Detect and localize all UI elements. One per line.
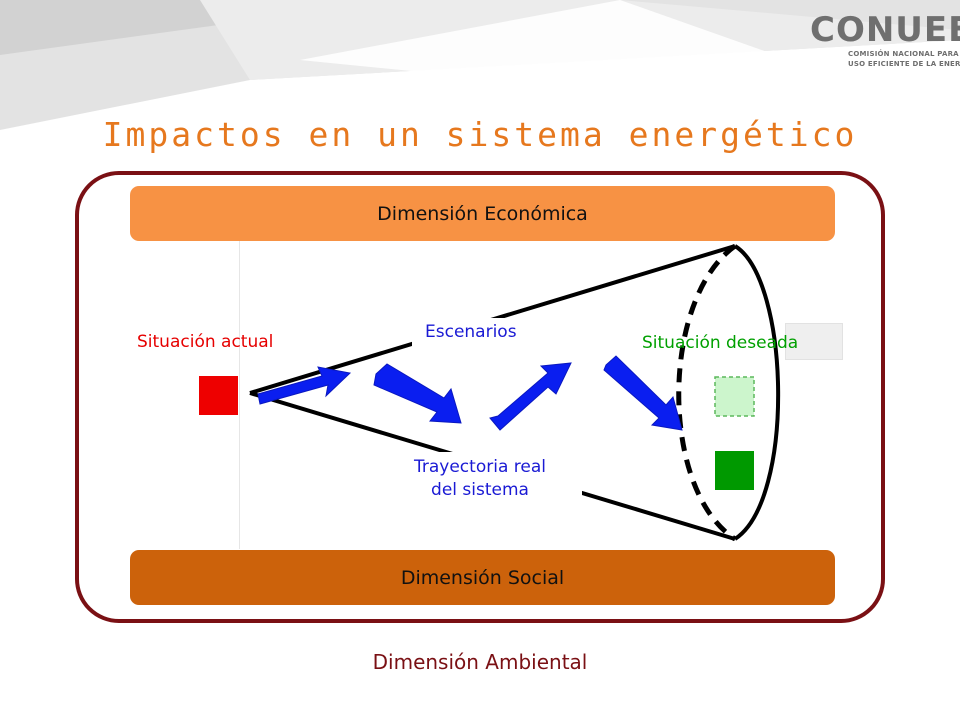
real-trajectory-line-2: del sistema xyxy=(431,480,529,500)
current-state-square xyxy=(199,376,238,415)
environmental-dimension-frame xyxy=(75,171,885,623)
page-title: Impactos en un sistema energético xyxy=(102,115,858,154)
cone-back-arc-dashed xyxy=(676,243,737,542)
desired-state-target-square xyxy=(714,376,755,417)
divider-line xyxy=(239,241,240,549)
desired-situation-label: Situación deseada xyxy=(642,333,799,353)
header-decoration xyxy=(0,0,960,130)
arrow-1 xyxy=(257,366,352,405)
environmental-dimension-label: Dimensión Ambiental xyxy=(372,650,588,674)
scenarios-label: Escenarios xyxy=(425,322,517,342)
actual-end-state-square xyxy=(715,451,754,490)
logo-subtitle-line-1: COMISIÓN NACIONAL PARA EL xyxy=(848,50,960,58)
logo-wordmark: CONUEE xyxy=(810,10,960,50)
economic-dimension-band: Dimensión Económica xyxy=(130,186,835,241)
arrow-4 xyxy=(603,355,683,431)
arrow-2 xyxy=(373,363,462,424)
arrow-3 xyxy=(489,362,572,431)
real-trajectory-label: Trayectoria real del sistema xyxy=(414,456,546,502)
current-situation-label: Situación actual xyxy=(137,332,274,352)
cone-front-arc xyxy=(733,244,781,541)
conuee-logo: CONUEE COMISIÓN NACIONAL PARA EL USO EFI… xyxy=(810,10,960,70)
real-trajectory-line-1: Trayectoria real xyxy=(414,457,546,477)
social-dimension-band: Dimensión Social xyxy=(130,550,835,605)
desired-label-backdrop xyxy=(785,323,843,360)
logo-subtitle-line-2: USO EFICIENTE DE LA ENERGÍA xyxy=(848,60,960,68)
social-dimension-label: Dimensión Social xyxy=(400,566,565,589)
economic-dimension-label: Dimensión Económica xyxy=(377,202,588,225)
